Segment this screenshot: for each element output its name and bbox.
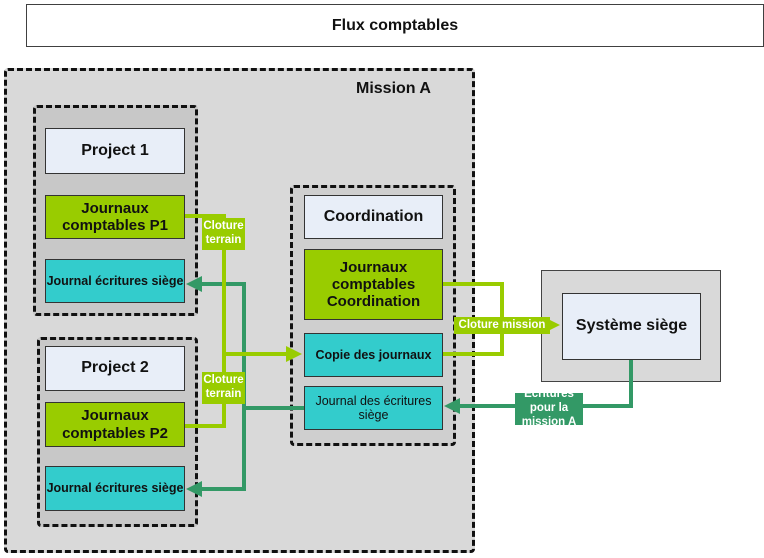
- journaux-comptables-p2: Journaux comptables P2: [45, 402, 185, 447]
- systeme-siege: Système siège: [562, 293, 701, 360]
- diagram-title: Flux comptables: [26, 4, 764, 47]
- journal-ecritures-siege-p1: Journal écritures siège: [45, 259, 185, 303]
- ecritures-mission-label: Ecritures pour la mission A: [515, 388, 583, 428]
- flow-siege-to-p1: [186, 276, 304, 410]
- journal-des-ecritures-siege: Journal des écritures siège: [304, 386, 443, 430]
- coordination-title: Coordination: [304, 195, 443, 239]
- flow-ecritures-mission: [444, 360, 633, 414]
- journal-ecritures-siege-p2: Journal écritures siège: [45, 466, 185, 511]
- project-2-title: Project 2: [45, 346, 185, 391]
- flow-siege-to-p2: [186, 408, 246, 497]
- journaux-comptables-coordination: Journaux comptables Coordination: [304, 249, 443, 320]
- flow-p1-cloture: [185, 214, 226, 354]
- cloture-mission-label: Cloture mission: [454, 317, 550, 334]
- cloture-terrain-label-1: Cloture terrain: [202, 218, 245, 250]
- mission-a-label: Mission A: [356, 80, 431, 97]
- cloture-terrain-label-2: Cloture terrain: [202, 372, 245, 404]
- journaux-comptables-p1: Journaux comptables P1: [45, 195, 185, 239]
- project-1-title: Project 1: [45, 128, 185, 174]
- copie-des-journaux: Copie des journaux: [304, 333, 443, 377]
